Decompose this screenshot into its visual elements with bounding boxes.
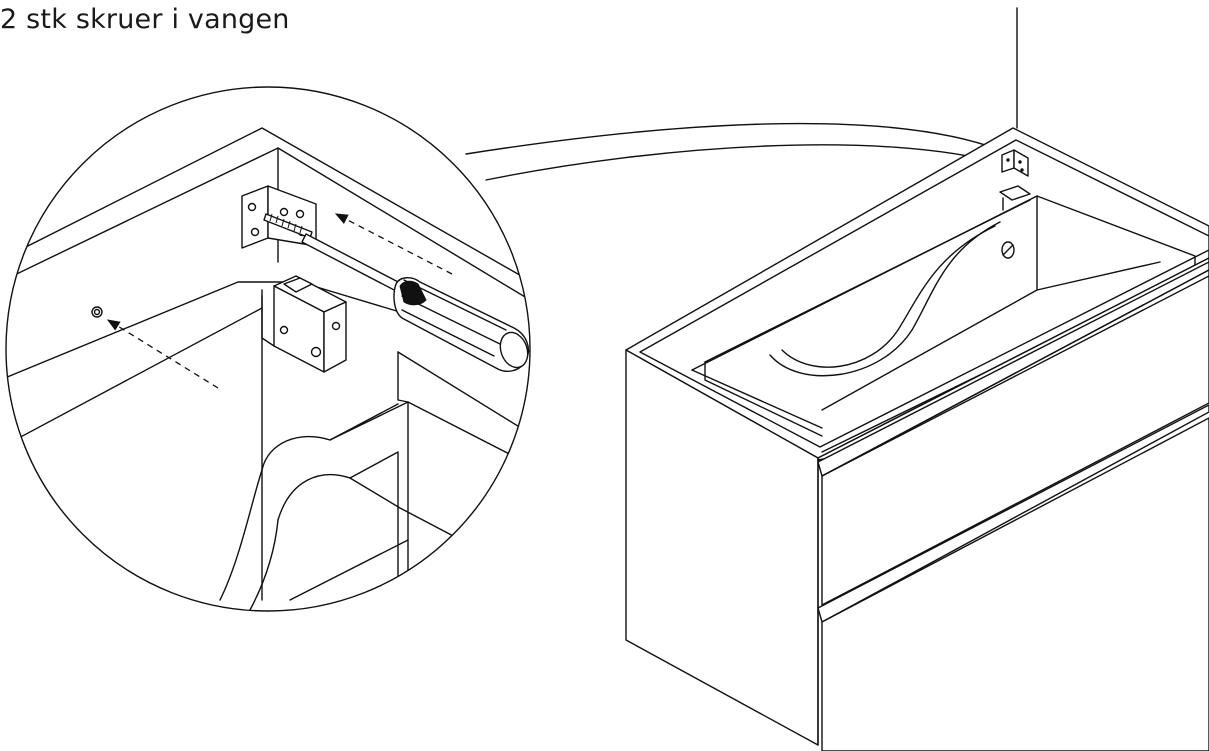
- drawer-upper: [821, 275, 1209, 606]
- instruction-caption: 2 stk skruer i vangen: [0, 4, 290, 35]
- vanity-cabinet: [625, 7, 1209, 751]
- hinge-clip: [261, 275, 347, 373]
- callout-leader-lines: [465, 122, 1004, 181]
- screwdriver-icon: [301, 233, 530, 372]
- detail-magnifier: [5, 86, 531, 612]
- corner-bracket-small: [999, 149, 1031, 211]
- drawer-lower: [821, 417, 1209, 751]
- screw-hole-icon: [91, 306, 103, 318]
- drawer-handle-top: [817, 261, 1209, 477]
- drawer-handle-bottom: [817, 404, 1209, 623]
- magnifier-outline: [5, 86, 531, 612]
